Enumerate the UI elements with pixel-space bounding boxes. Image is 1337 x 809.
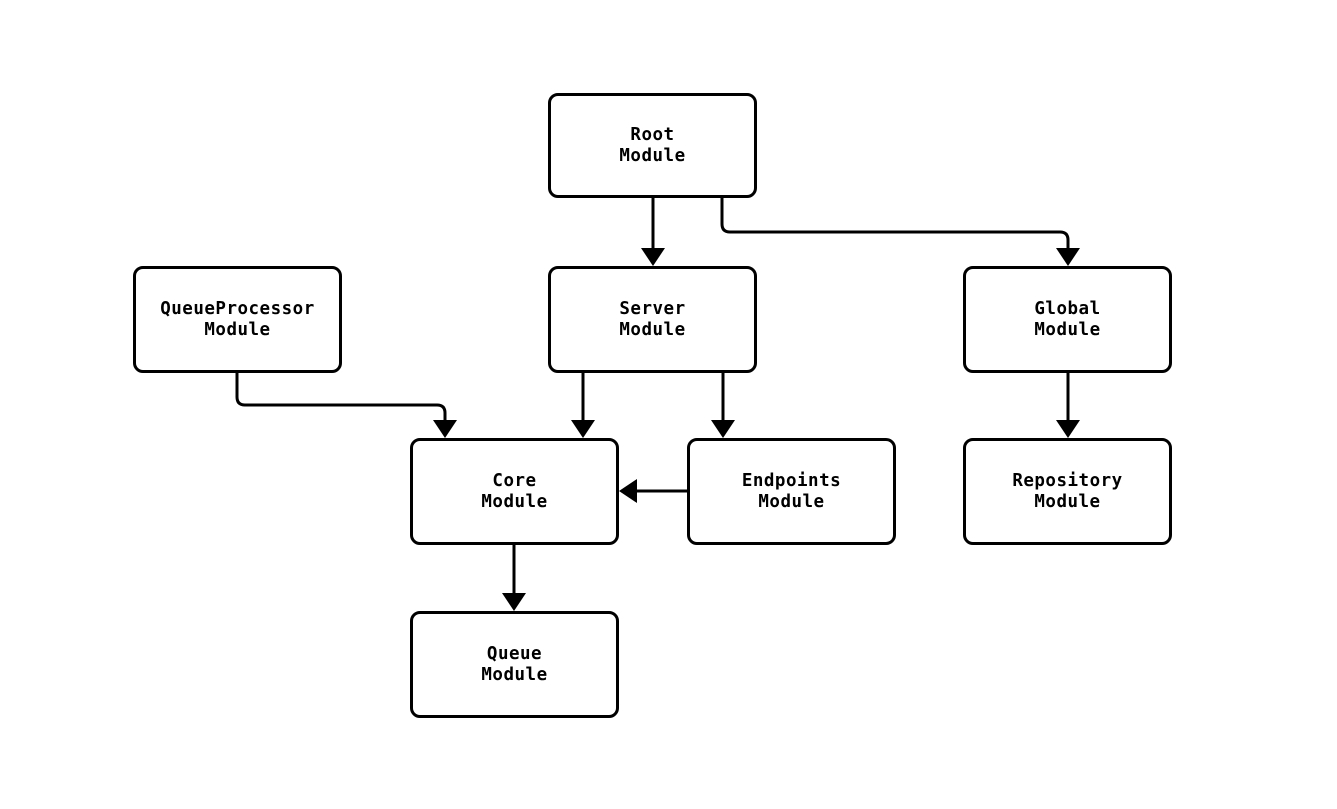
edge-group	[235, 198, 1080, 611]
node-label-endpoints-module: Endpoints Module	[741, 470, 842, 512]
node-server-module: Server Module	[548, 266, 757, 373]
node-label-repository-module: Repository Module	[1012, 470, 1123, 512]
edge-queueprocessor-module-to-core-module	[235, 373, 457, 438]
node-label-queue-module: Queue Module	[481, 643, 548, 685]
node-label-global-module: Global Module	[1034, 298, 1101, 340]
node-root-module: Root Module	[548, 93, 757, 198]
edge-root-module-to-global-module	[720, 198, 1080, 266]
node-queueprocessor-module: QueueProcessor Module	[133, 266, 342, 373]
node-queue-module: Queue Module	[410, 611, 619, 718]
node-label-core-module: Core Module	[481, 470, 548, 512]
node-label-server-module: Server Module	[619, 298, 686, 340]
node-global-module: Global Module	[963, 266, 1172, 373]
node-label-queueprocessor-module: QueueProcessor Module	[160, 298, 315, 340]
node-endpoints-module: Endpoints Module	[687, 438, 896, 545]
node-core-module: Core Module	[410, 438, 619, 545]
node-label-root-module: Root Module	[619, 124, 686, 166]
node-repository-module: Repository Module	[963, 438, 1172, 545]
